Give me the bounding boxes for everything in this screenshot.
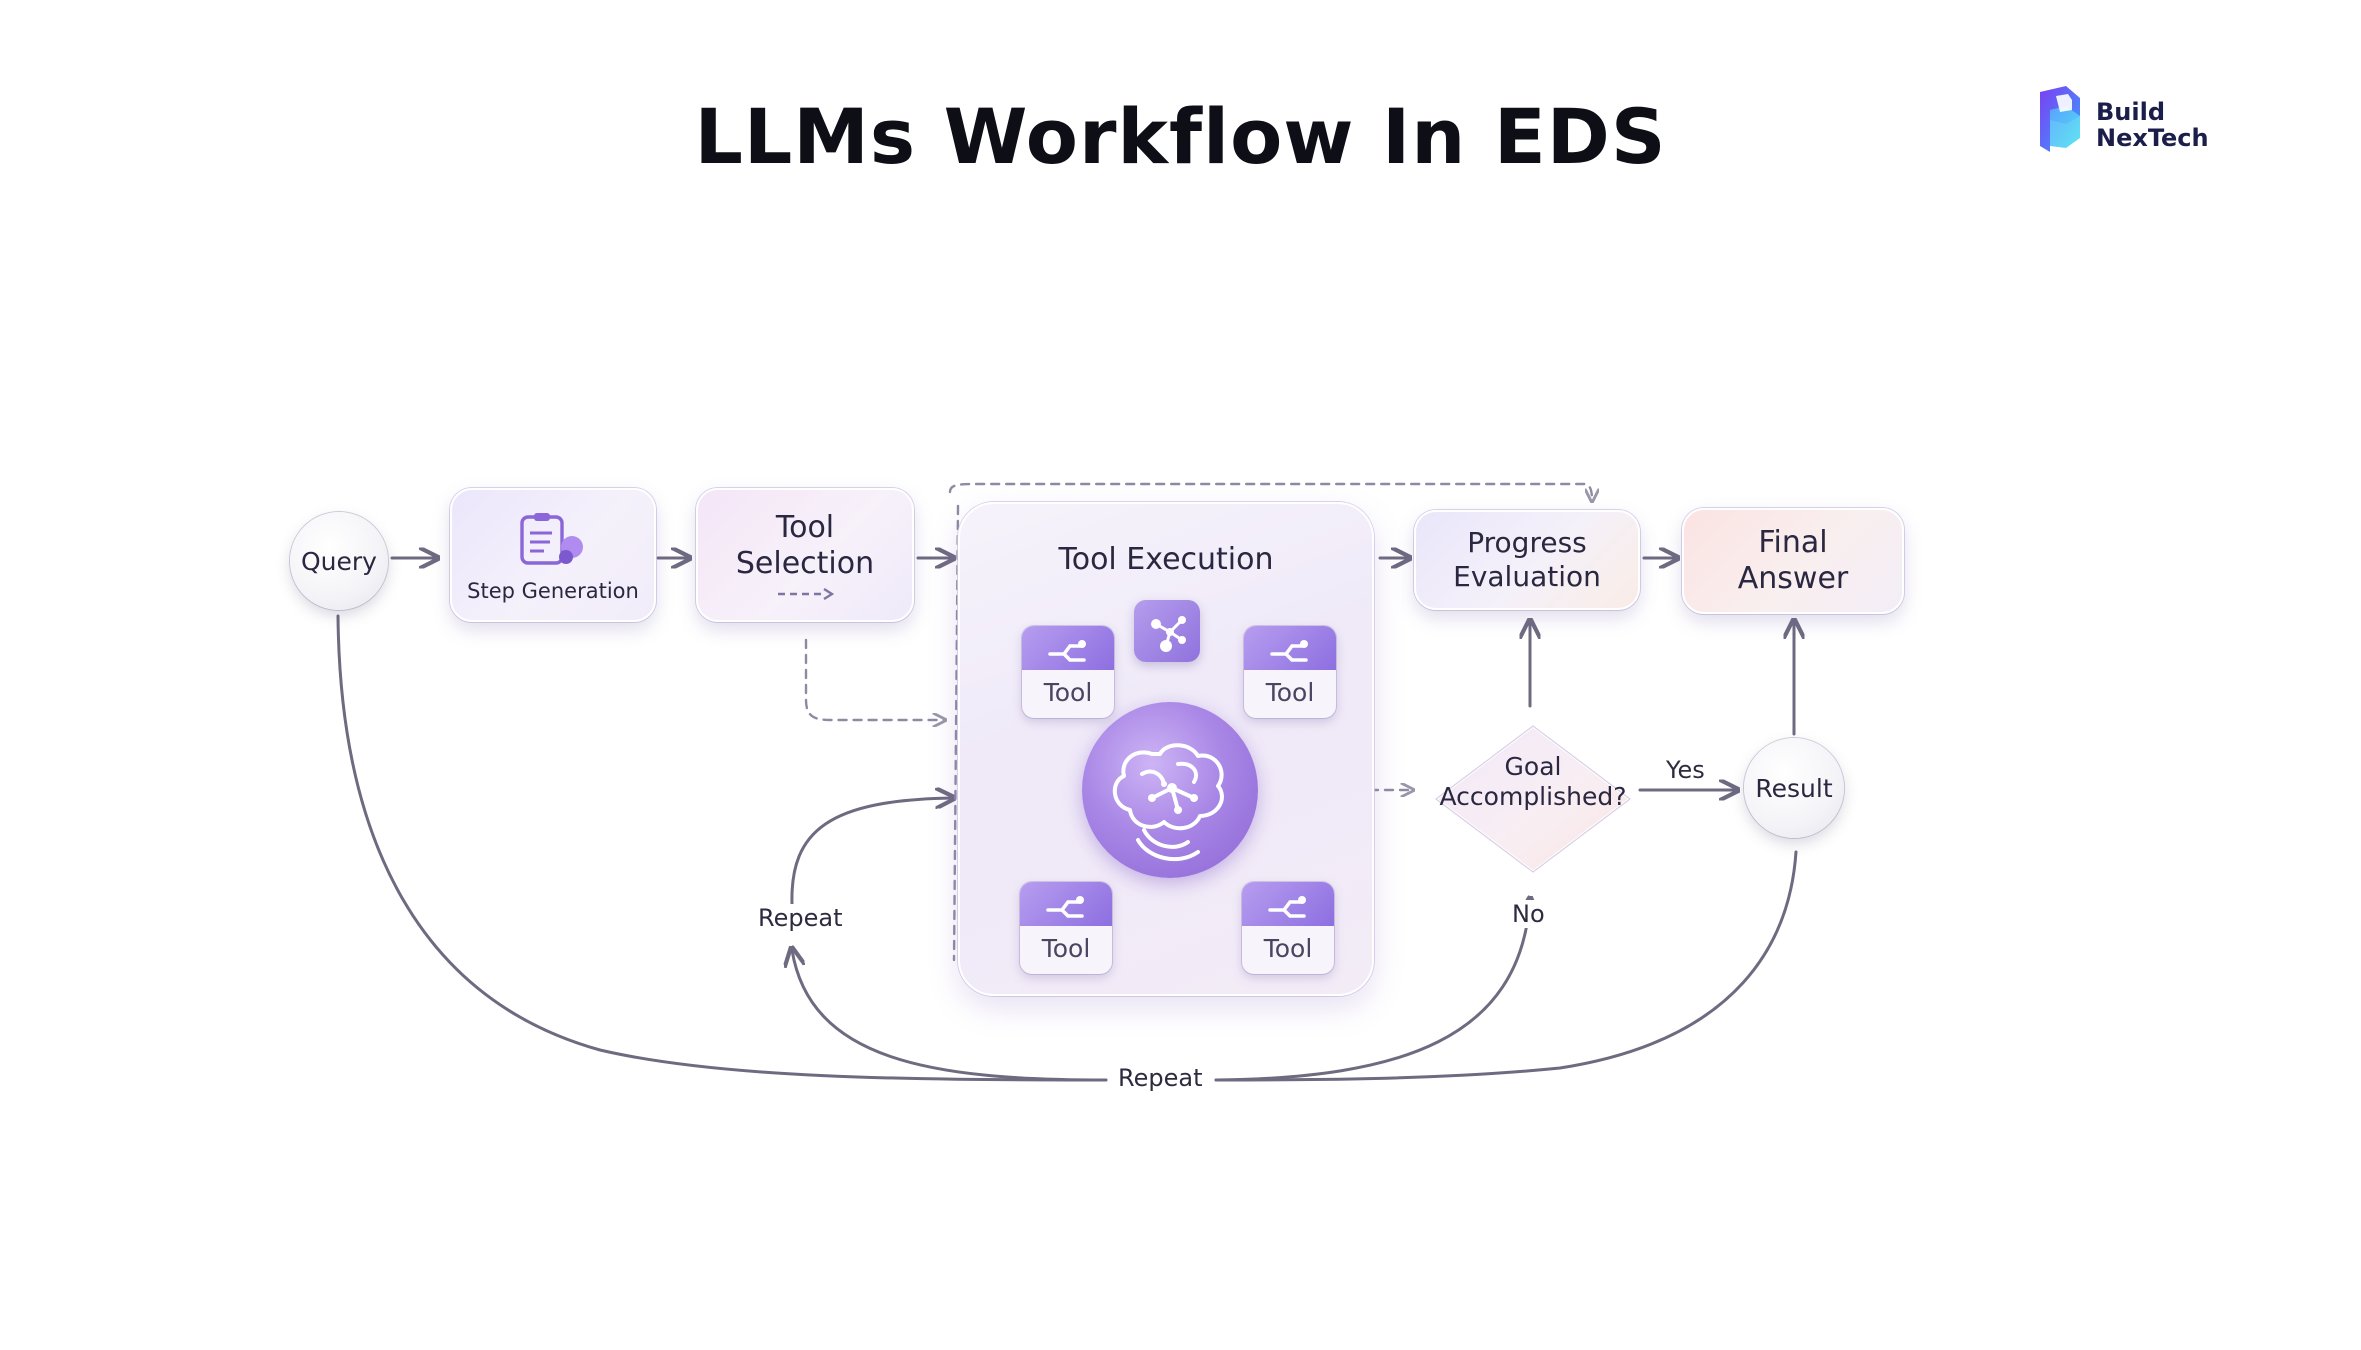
step-generation-node: Step Generation — [450, 488, 656, 622]
progress-evaluation-label-2: Evaluation — [1453, 560, 1601, 593]
result-node: Result — [1744, 738, 1844, 838]
edge-label-repeat-inner: Repeat — [752, 904, 849, 932]
final-answer-node: Final Answer — [1682, 508, 1904, 614]
tool-node-top-right: Tool — [1244, 626, 1336, 718]
logo-word-2: NexTech — [2096, 124, 2209, 152]
edge-query-bottom — [336, 614, 1108, 1082]
edge-label-repeat-bottom: Repeat — [1112, 1064, 1209, 1092]
checklist-person-icon — [520, 513, 583, 565]
edge-repeat-to-no — [1214, 900, 1530, 1082]
tool-icon — [1046, 896, 1084, 918]
tool-selection-node: Tool Selection — [696, 488, 914, 622]
network-icon — [1151, 616, 1186, 652]
final-answer-label-1: Final — [1758, 525, 1828, 560]
tool-icon — [1270, 640, 1308, 662]
tool-label: Tool — [1263, 934, 1313, 963]
tool-node-bottom-right: Tool — [1242, 882, 1334, 974]
query-label: Query — [301, 546, 377, 576]
tool-selection-label-2: Selection — [735, 546, 875, 581]
tool-execution-title: Tool Execution — [1058, 542, 1274, 577]
tool-selection-label-1: Tool — [775, 510, 835, 545]
tool-icon — [1048, 640, 1086, 662]
final-answer-label-2: Answer — [1737, 561, 1849, 596]
edge-dashed-top — [948, 482, 1592, 500]
logo-mark-icon — [2040, 86, 2080, 152]
page-title: LLMs Workflow In EDS — [694, 92, 1667, 181]
edge-inner-repeat-up — [790, 798, 952, 906]
query-node: Query — [290, 512, 388, 610]
tool-label: Tool — [1265, 678, 1315, 707]
edge-result-bottom — [1214, 850, 1798, 1082]
goal-label-2: Accomplished? — [1439, 782, 1627, 811]
tool-label: Tool — [1041, 934, 1091, 963]
edge-dashed-panel-left — [952, 504, 960, 962]
hub-node — [1134, 600, 1200, 662]
step-generation-label: Step Generation — [467, 579, 639, 603]
edge-label-yes: Yes — [1660, 756, 1711, 784]
progress-evaluation-node: Progress Evaluation — [1414, 510, 1640, 610]
edge-repeat-to-inner — [792, 950, 1108, 1082]
brain-node — [1082, 702, 1258, 878]
tool-icon — [1268, 896, 1306, 918]
tool-node-top-left: Tool — [1022, 626, 1114, 718]
goal-label: Goal Accomplished? — [1418, 752, 1648, 812]
logo-word-1: Build — [2096, 98, 2166, 126]
dashed-arrow-icon — [778, 588, 834, 600]
goal-label-1: Goal — [1504, 752, 1562, 781]
result-label: Result — [1755, 773, 1833, 803]
progress-evaluation-label-1: Progress — [1467, 526, 1587, 559]
goal-decision-node — [1434, 724, 1632, 874]
brand-logo: Build NexTech — [2036, 84, 2216, 164]
tool-node-bottom-left: Tool — [1020, 882, 1112, 974]
brain-icon — [1113, 743, 1224, 862]
tool-label: Tool — [1043, 678, 1093, 707]
edge-dashed-selection — [804, 638, 944, 720]
edge-label-no: No — [1506, 900, 1551, 928]
